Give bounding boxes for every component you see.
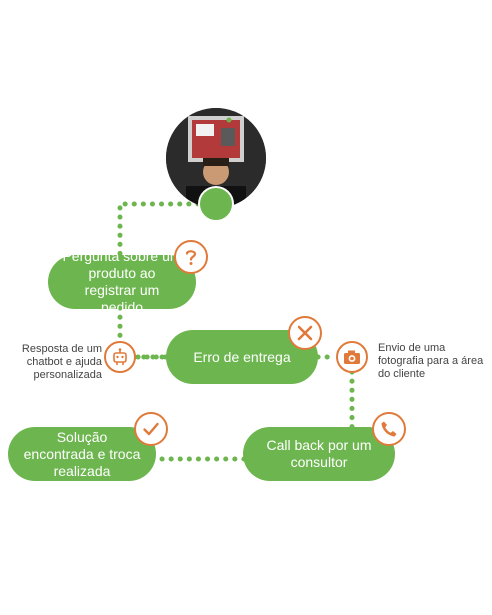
check-badge <box>134 412 168 446</box>
close-badge <box>288 316 322 350</box>
connector-avatar-question <box>117 201 201 258</box>
step-callback: Call back por um consultor <box>243 427 395 481</box>
close-icon <box>297 325 313 341</box>
check-icon <box>143 422 159 436</box>
camera-badge <box>336 341 368 373</box>
question-badge <box>174 240 208 274</box>
step-question-label: Pergunta sobre um produto ao registrar u… <box>62 248 182 315</box>
robot-icon <box>113 348 127 365</box>
photo-note: Envio de uma fotografia para a área do c… <box>378 342 486 381</box>
photo-note-text: Envio de uma fotografia para a área do c… <box>378 342 484 380</box>
robot-badge <box>104 341 136 373</box>
chatbot-note: Resposta de um chatbot e ajuda personali… <box>8 343 102 382</box>
connector-question-error <box>117 305 171 360</box>
avatar-status-dot <box>198 186 234 222</box>
step-solution: Solução encontrada e troca realizada <box>8 427 156 481</box>
question-icon <box>185 250 197 265</box>
camera-icon <box>344 350 360 364</box>
step-question: Pergunta sobre um produto ao registrar u… <box>48 248 196 315</box>
chatbot-note-text: Resposta de um chatbot e ajuda personali… <box>21 343 102 381</box>
step-error-label: Erro de entrega <box>193 348 291 365</box>
phone-icon <box>381 421 397 437</box>
step-solution-label: Solução encontrada e troca realizada <box>23 428 141 479</box>
person-photo-icon <box>166 108 266 208</box>
phone-badge <box>372 412 406 446</box>
step-callback-label: Call back por um consultor <box>266 437 372 470</box>
